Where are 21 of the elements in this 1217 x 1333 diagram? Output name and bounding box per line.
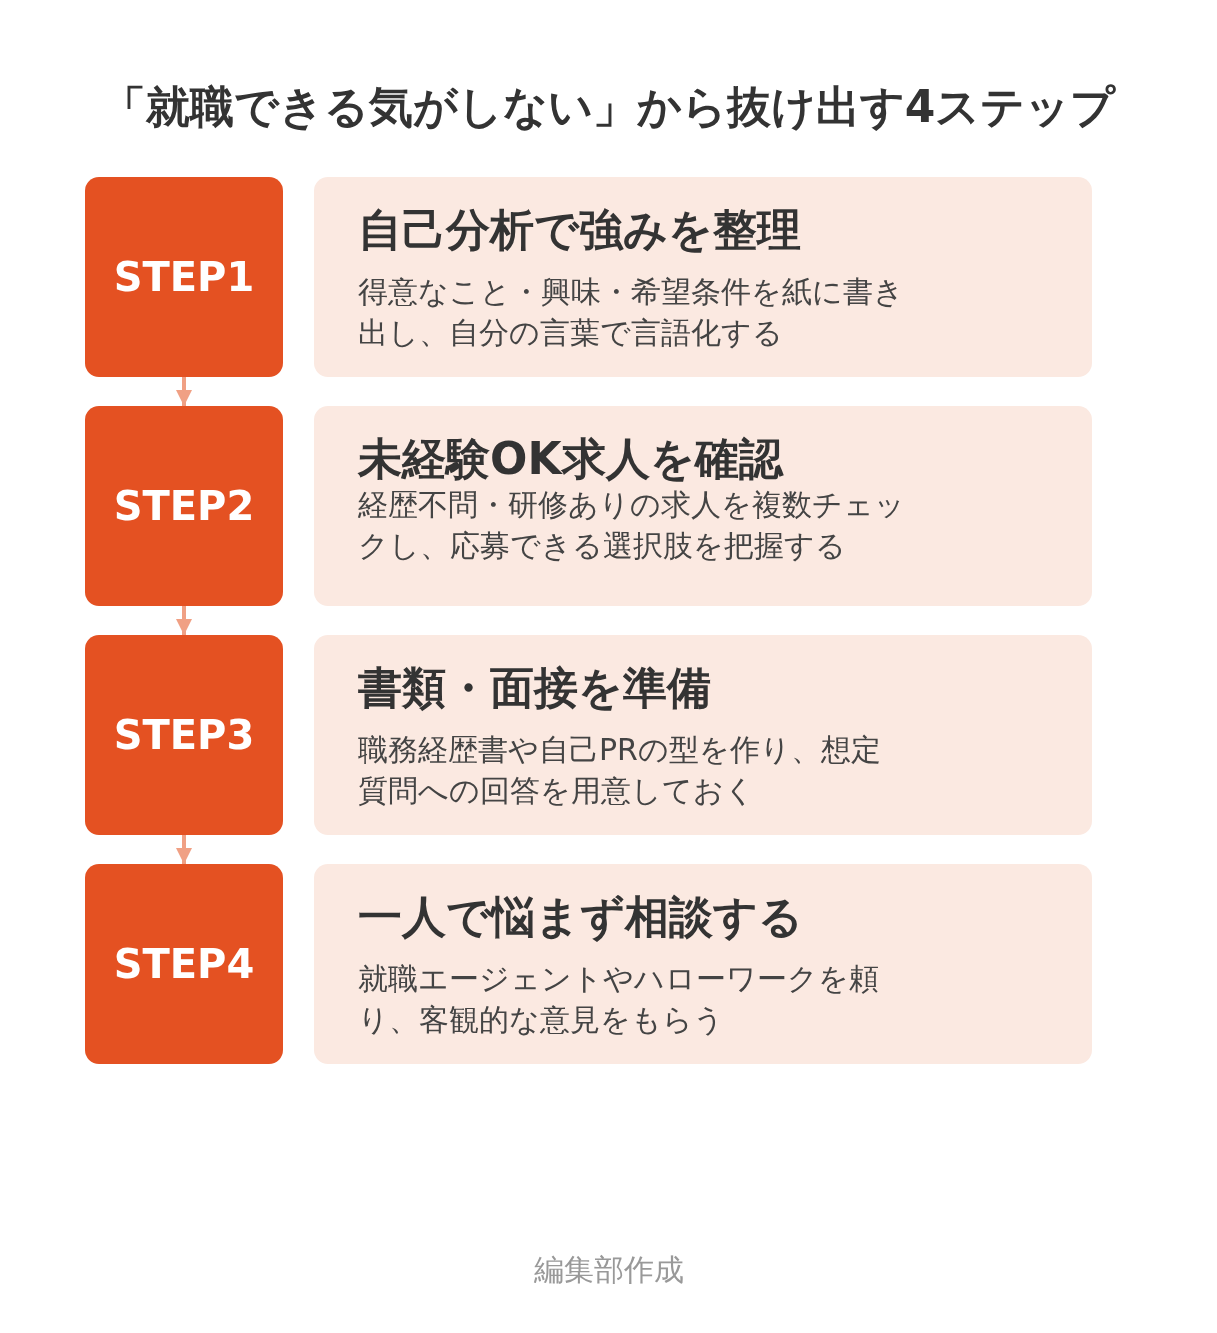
source-note: 編集部作成 <box>532 1251 685 1289</box>
step-card <box>314 635 1092 835</box>
arrow <box>176 377 192 406</box>
title: 「就職できる気がしない」から抜け出す4ステップ <box>100 80 1117 134</box>
step-card <box>314 177 1092 377</box>
step-box: STEP2 <box>85 406 283 606</box>
step-description: 職務経歴書や自己PRの型を作り、想定質問への回答を用意しておく <box>358 731 882 810</box>
step-card <box>314 864 1092 1064</box>
step-description: 就職エージェントやハローワークを頼り、客観的な意見をもらう <box>358 960 880 1039</box>
step-description: 得意なこと・興味・希望条件を紙に書き出し、自分の言葉で言語化する <box>358 273 905 352</box>
step-heading: 自己分析で強みを整理 <box>358 203 801 257</box>
step-box: STEP4 <box>85 864 283 1064</box>
step-heading: 一人で悩まず相談する <box>358 890 803 944</box>
step-heading: 書類・面接を準備 <box>358 661 711 715</box>
step-box: STEP1 <box>85 177 283 377</box>
step-box: STEP3 <box>85 635 283 835</box>
arrow <box>176 606 192 635</box>
step-card <box>314 406 1092 606</box>
arrow <box>176 835 192 864</box>
step-heading: 未経験OK求人を確認 <box>358 432 783 486</box>
step-description: 経歴不問・研修ありの求人を複数チェックし、応募できる選択肢を把握する <box>358 486 906 565</box>
